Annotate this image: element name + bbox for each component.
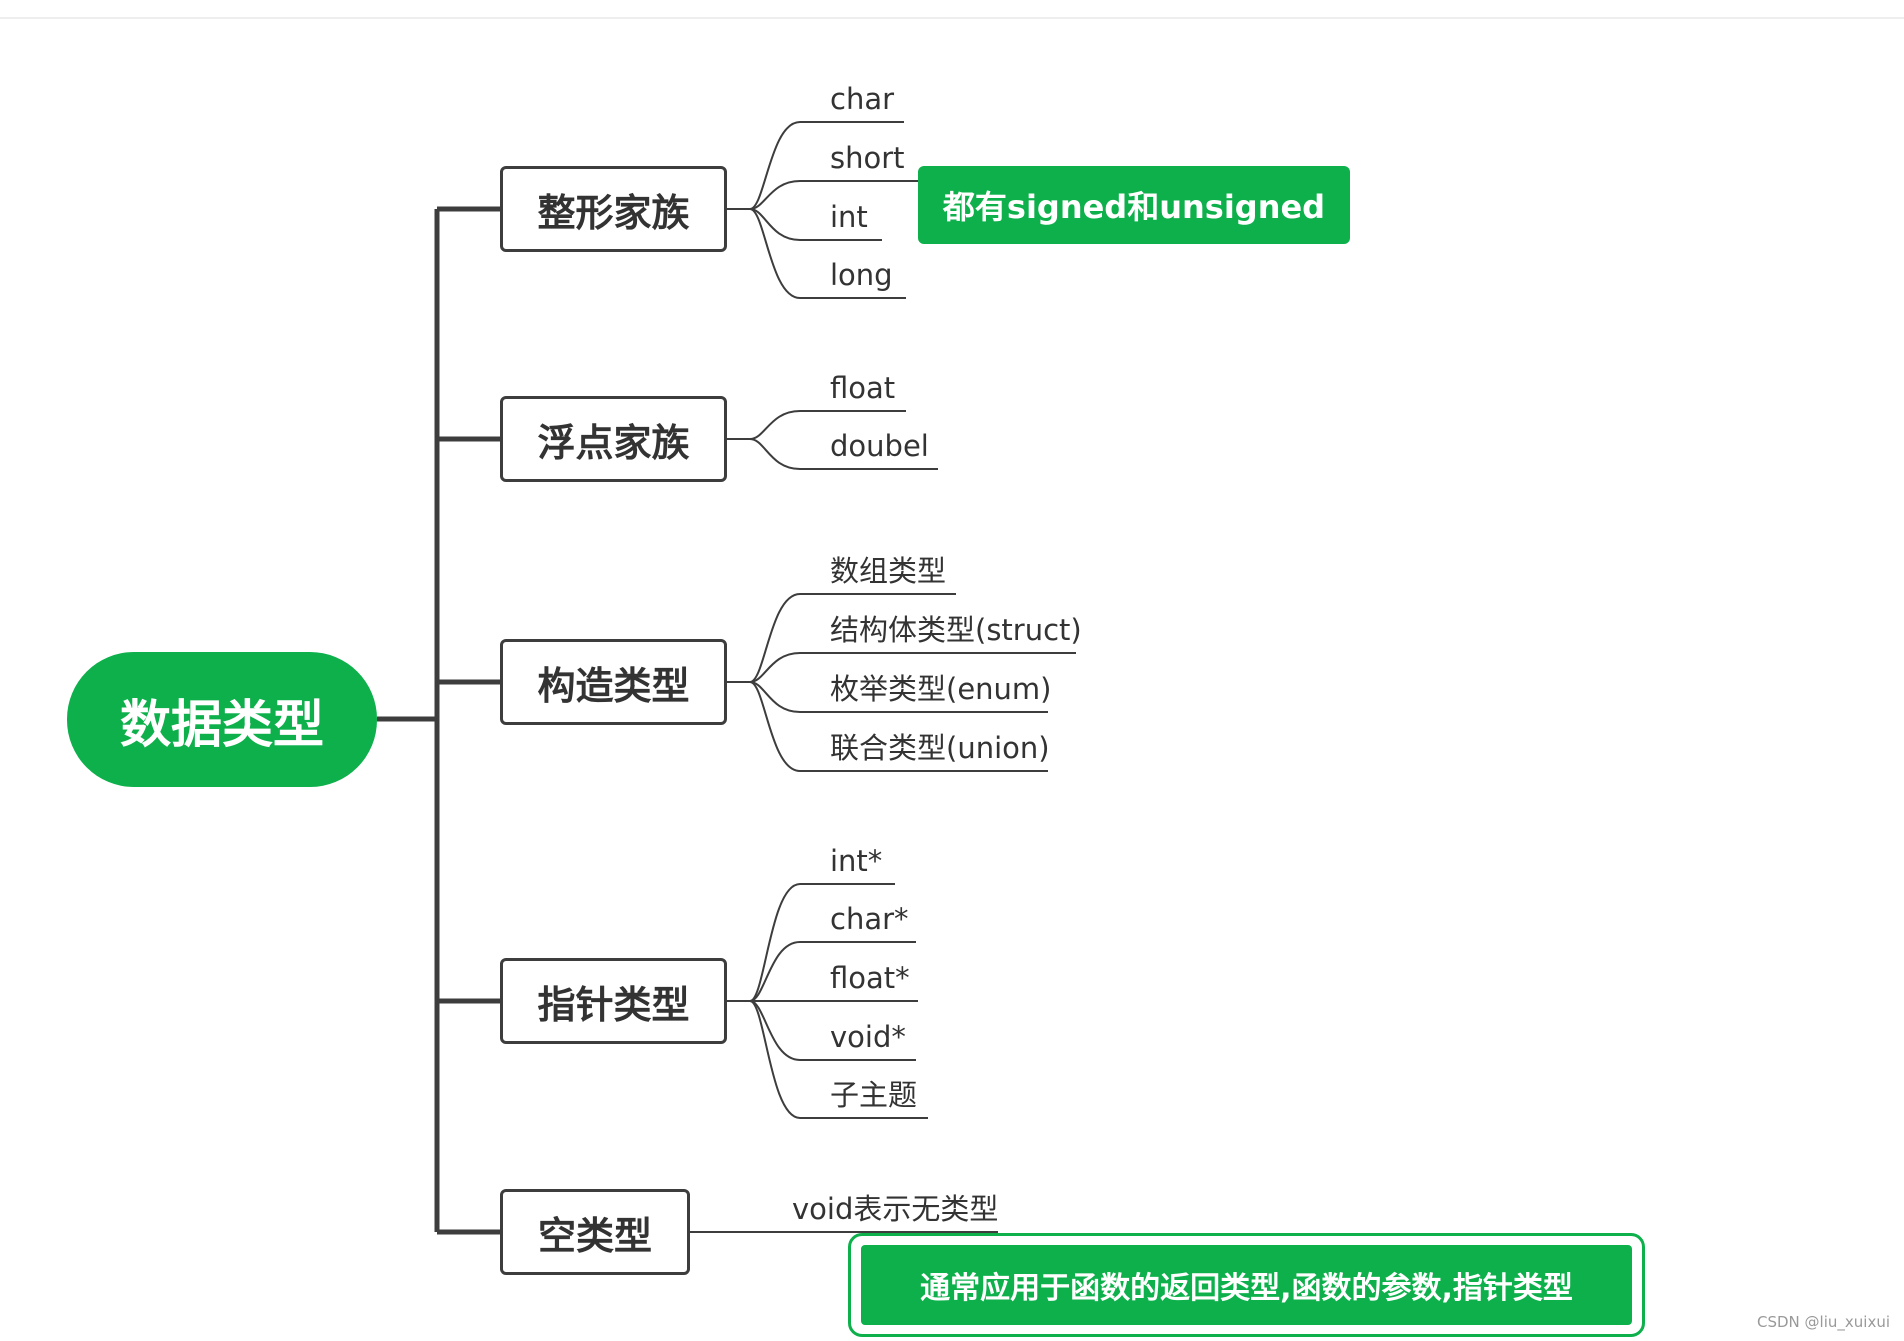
leaf-char-pointer: char*	[830, 902, 909, 936]
category-pointer-node: 指针类型	[500, 958, 727, 1044]
integer-leaf-lines	[727, 121, 916, 299]
leaf-int: int	[830, 200, 868, 234]
leaf-struct-type: 结构体类型(struct)	[830, 613, 1082, 647]
leaf-union-type: 联合类型(union)	[830, 731, 1050, 765]
note-label: 通常应用于函数的返回类型,函数的参数,指针类型	[920, 1271, 1573, 1306]
leaf-doubel: doubel	[830, 429, 929, 463]
note-void-usage: 通常应用于函数的返回类型,函数的参数,指针类型	[861, 1245, 1632, 1325]
category-void-node: 空类型	[500, 1189, 690, 1275]
leaf-float: float	[830, 371, 896, 405]
construct-leaf-lines	[727, 593, 1076, 772]
category-label: 整形家族	[537, 190, 690, 235]
leaf-enum-type: 枚举类型(enum)	[830, 672, 1052, 706]
category-float-node: 浮点家族	[500, 396, 727, 482]
leaf-char: char	[830, 82, 895, 116]
category-label: 浮点家族	[537, 420, 690, 465]
category-label: 构造类型	[537, 663, 690, 708]
root-label: 数据类型	[119, 695, 324, 755]
category-label: 空类型	[537, 1213, 652, 1258]
leaf-long: long	[830, 258, 893, 292]
float-leaf-lines	[727, 410, 938, 470]
root-node: 数据类型	[67, 652, 377, 787]
watermark: CSDN @liu_xuixui	[1757, 1313, 1890, 1331]
note-signed-unsigned: 都有signed和unsigned	[918, 166, 1350, 244]
leaf-float-pointer: float*	[830, 961, 910, 995]
leaf-subtopic: 子主题	[830, 1078, 918, 1112]
leaf-void-no-type: void表示无类型	[792, 1192, 999, 1226]
leaf-short: short	[830, 141, 905, 175]
leaf-void-pointer: void*	[830, 1020, 906, 1054]
top-divider	[0, 17, 1904, 19]
category-integer-node: 整形家族	[500, 166, 727, 252]
leaf-int-pointer: int*	[830, 844, 883, 878]
category-construct-node: 构造类型	[500, 639, 727, 725]
category-label: 指针类型	[537, 982, 690, 1027]
pointer-leaf-lines	[727, 883, 928, 1119]
leaf-array-type: 数组类型	[830, 554, 947, 588]
note-label: 都有signed和unsigned	[942, 188, 1326, 226]
